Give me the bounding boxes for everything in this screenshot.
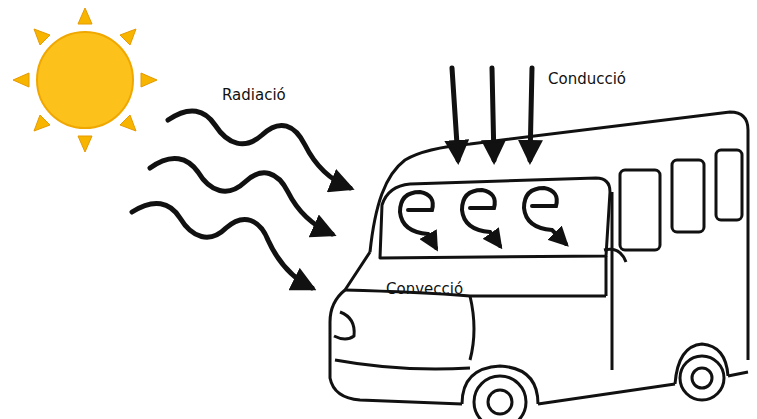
convection-swirls	[400, 188, 566, 248]
process-label: Convecció	[386, 280, 463, 298]
process-label: Radiació	[222, 86, 286, 104]
camper-van	[330, 112, 748, 419]
radiation-arrows	[132, 111, 350, 288]
conduction-arrows	[452, 68, 532, 160]
sun	[13, 8, 157, 152]
process-label: Conducció	[548, 70, 626, 88]
